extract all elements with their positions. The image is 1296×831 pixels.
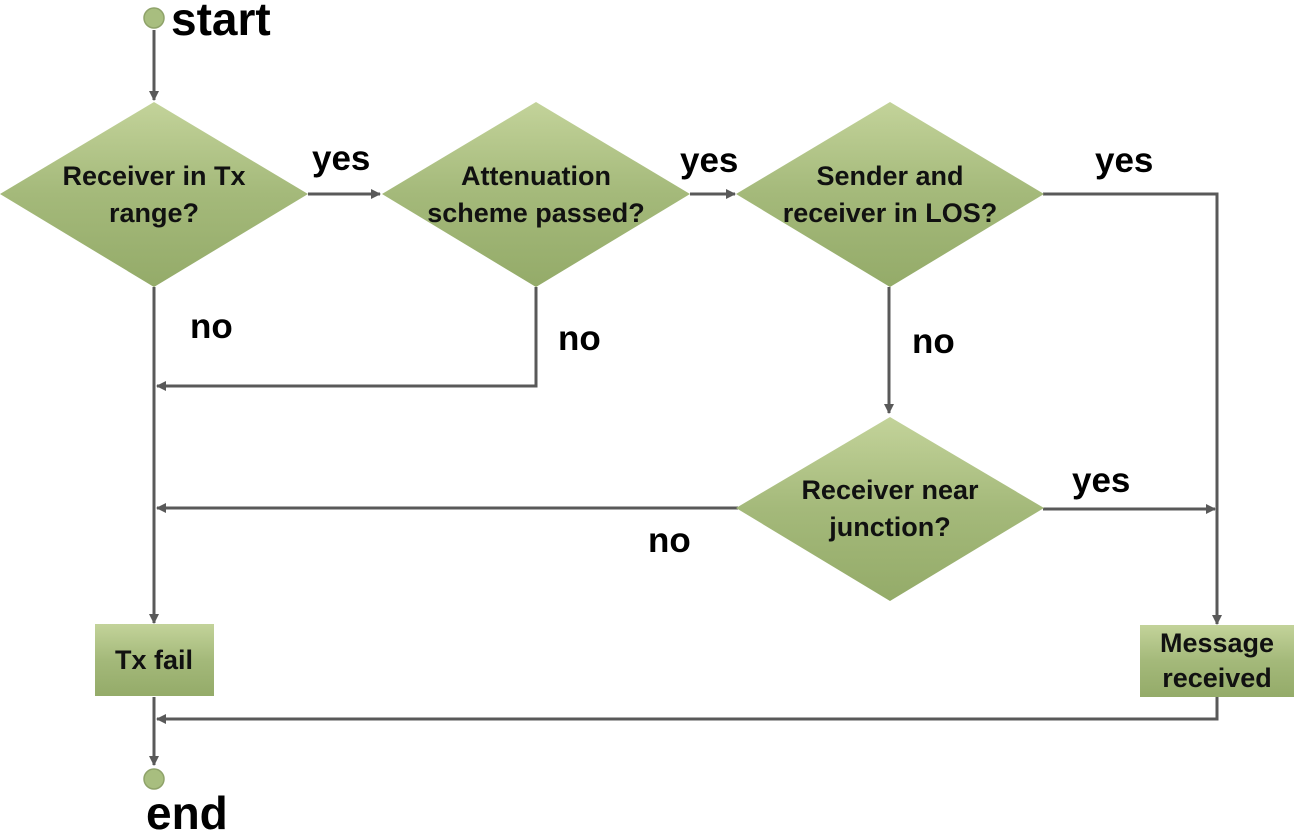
decision-los-line2: receiver in LOS? bbox=[783, 198, 998, 228]
edge-msg-received-to-end bbox=[156, 697, 1219, 724]
edge-labels: yes yes yes yes no no no no bbox=[190, 139, 1153, 560]
label-junction-yes: yes bbox=[1072, 461, 1130, 500]
decision-rx-range-line1: Receiver in Tx bbox=[62, 161, 245, 191]
end-label: end bbox=[146, 787, 228, 831]
end-terminal: end bbox=[143, 768, 228, 831]
decision-los-shape bbox=[736, 102, 1044, 287]
decision-los-line1: Sender and bbox=[816, 161, 963, 191]
connectors bbox=[149, 30, 1222, 766]
process-tx-fail-label: Tx fail bbox=[115, 645, 193, 675]
start-dot bbox=[143, 7, 165, 29]
edge-attenuation-no bbox=[156, 287, 538, 391]
edge-los-yes bbox=[1043, 192, 1222, 625]
decision-junction-shape bbox=[736, 417, 1044, 601]
process-msg-received-line1: Message bbox=[1160, 628, 1274, 658]
start-terminal: start bbox=[143, 0, 271, 45]
label-los-no: no bbox=[912, 322, 955, 361]
start-label: start bbox=[171, 0, 271, 45]
label-los-yes: yes bbox=[1095, 141, 1153, 180]
decision-rx-range-shape bbox=[0, 102, 308, 287]
label-rx-range-no: no bbox=[190, 307, 233, 346]
decision-attenuation-line1: Attenuation bbox=[461, 161, 611, 191]
process-msg-received-line2: received bbox=[1162, 663, 1272, 693]
process-tx-fail: Tx fail bbox=[95, 624, 214, 696]
decision-rx-range-line2: range? bbox=[109, 198, 199, 228]
label-attenuation-yes: yes bbox=[680, 141, 738, 180]
process-tx-fail-box bbox=[95, 624, 214, 696]
decision-rx-range: Receiver in Tx range? bbox=[0, 102, 308, 287]
decision-attenuation: Attenuation scheme passed? bbox=[382, 102, 690, 287]
decision-junction-line2: junction? bbox=[828, 512, 950, 542]
label-rx-range-yes: yes bbox=[312, 139, 370, 178]
decision-junction: Receiver near junction? bbox=[736, 417, 1044, 601]
decision-junction-line1: Receiver near bbox=[801, 475, 979, 505]
decision-attenuation-shape bbox=[382, 102, 690, 287]
decision-attenuation-line2: scheme passed? bbox=[427, 198, 645, 228]
label-junction-no: no bbox=[648, 521, 691, 560]
decision-los: Sender and receiver in LOS? bbox=[736, 102, 1044, 287]
end-dot bbox=[143, 768, 165, 790]
process-msg-received-box bbox=[1140, 625, 1294, 697]
label-attenuation-no: no bbox=[558, 319, 601, 358]
process-msg-received: Message received bbox=[1140, 625, 1294, 697]
